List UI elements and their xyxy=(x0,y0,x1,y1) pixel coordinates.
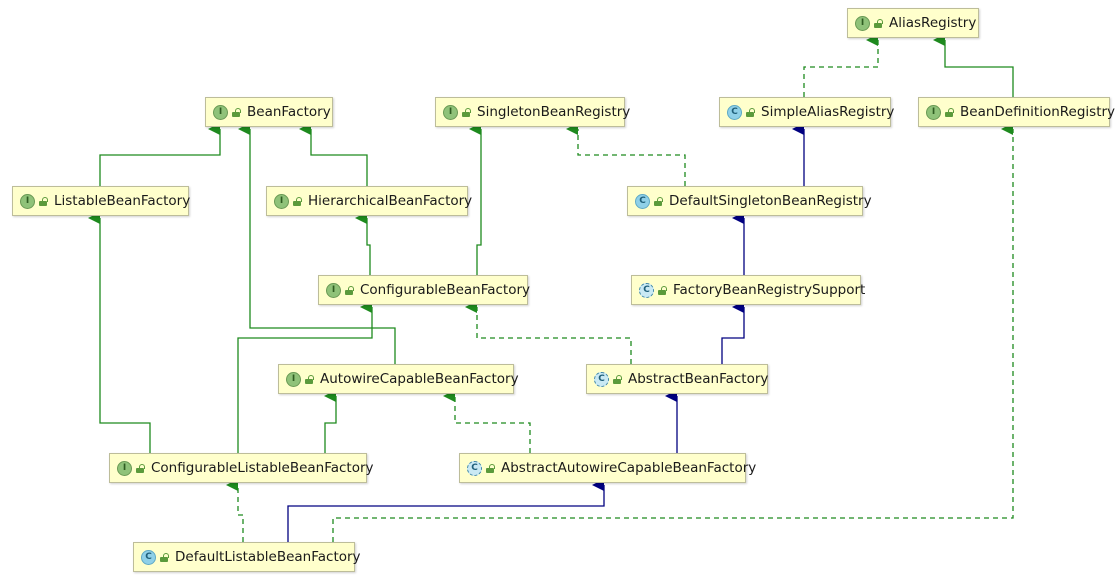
edge-configurable-listable-to-configurable xyxy=(237,301,373,453)
node-label: HierarchicalBeanFactory xyxy=(308,193,473,209)
lock-icon xyxy=(160,552,169,562)
node-factory-bean-registry-support[interactable]: C FactoryBeanRegistrySupport xyxy=(631,275,865,305)
interface-icon: I xyxy=(326,282,341,298)
class-icon: C xyxy=(635,193,650,209)
node-label: BeanDefinitionRegistry xyxy=(960,104,1116,120)
lock-icon xyxy=(945,107,954,117)
edge-abstract-bean-factory-to-factory-support xyxy=(721,301,745,364)
node-abstract-autowire-capable-bean-factory[interactable]: C AbstractAutowireCapableBeanFactory xyxy=(459,453,756,483)
edge-abstract-bean-factory-to-configurable xyxy=(465,301,632,364)
node-bean-factory[interactable]: I BeanFactory xyxy=(205,97,333,127)
node-alias-registry[interactable]: I AliasRegistry xyxy=(847,8,979,38)
abstract-class-icon: C xyxy=(639,282,654,298)
interface-icon: I xyxy=(117,460,132,476)
node-configurable-listable-bean-factory[interactable]: I ConfigurableListableBeanFactory xyxy=(109,453,374,483)
edge-hierarchical-to-bean-factory xyxy=(299,123,368,186)
edge-simple-alias-to-alias-registry xyxy=(803,34,879,97)
edge-listable-to-bean-factory xyxy=(99,123,221,186)
interface-icon: I xyxy=(855,15,870,31)
interface-icon: I xyxy=(926,104,941,120)
lock-icon xyxy=(654,196,663,206)
node-label: AutowireCapableBeanFactory xyxy=(320,371,519,387)
interface-icon: I xyxy=(274,193,289,209)
edge-configurable-listable-to-autowire xyxy=(324,390,337,453)
edge-default-listable-to-configurable-listable xyxy=(226,479,244,542)
abstract-class-icon: C xyxy=(594,371,609,387)
lock-icon xyxy=(658,285,667,295)
node-listable-bean-factory[interactable]: I ListableBeanFactory xyxy=(12,186,191,216)
node-label: ListableBeanFactory xyxy=(54,193,191,209)
node-autowire-capable-bean-factory[interactable]: I AutowireCapableBeanFactory xyxy=(278,364,519,394)
node-label: DefaultSingletonBeanRegistry xyxy=(669,193,872,209)
edge-autowire-to-bean-factory xyxy=(238,123,396,364)
lock-icon xyxy=(293,196,302,206)
edge-default-singleton-to-singleton-registry xyxy=(566,123,686,186)
interface-icon: I xyxy=(213,104,228,120)
class-icon: C xyxy=(727,104,742,120)
interface-icon: I xyxy=(443,104,458,120)
node-label: FactoryBeanRegistrySupport xyxy=(673,282,866,298)
node-label: AbstractBeanFactory xyxy=(628,371,769,387)
node-abstract-bean-factory[interactable]: C AbstractBeanFactory xyxy=(586,364,768,394)
lock-icon xyxy=(746,107,755,117)
node-simple-alias-registry[interactable]: C SimpleAliasRegistry xyxy=(719,97,895,127)
node-label: DefaultListableBeanFactory xyxy=(175,549,361,565)
abstract-class-icon: C xyxy=(467,460,482,476)
lock-icon xyxy=(136,463,145,473)
edge-configurable-to-hierarchical xyxy=(355,212,371,275)
class-icon: C xyxy=(141,549,156,565)
node-default-listable-bean-factory[interactable]: C DefaultListableBeanFactory xyxy=(133,542,361,572)
edge-configurable-listable-to-listable xyxy=(88,212,151,453)
lock-icon xyxy=(486,463,495,473)
node-label: ConfigurableBeanFactory xyxy=(360,282,531,298)
node-hierarchical-bean-factory[interactable]: I HierarchicalBeanFactory xyxy=(266,186,472,216)
node-label: SimpleAliasRegistry xyxy=(761,104,895,120)
interface-icon: I xyxy=(286,371,301,387)
node-label: SingletonBeanRegistry xyxy=(477,104,631,120)
lock-icon xyxy=(613,374,622,384)
edge-abstract-autowire-to-autowire xyxy=(443,390,531,453)
node-singleton-bean-registry[interactable]: I SingletonBeanRegistry xyxy=(435,97,630,127)
edge-default-listable-to-bean-definition xyxy=(332,123,1014,542)
node-bean-definition-registry[interactable]: I BeanDefinitionRegistry xyxy=(918,97,1115,127)
lock-icon xyxy=(874,18,883,28)
node-configurable-bean-factory[interactable]: I ConfigurableBeanFactory xyxy=(318,275,531,305)
edge-bean-definition-to-alias-registry xyxy=(933,34,1014,97)
lock-icon xyxy=(305,374,314,384)
interface-icon: I xyxy=(20,193,35,209)
edge-configurable-to-singleton-registry xyxy=(469,123,482,275)
lock-icon xyxy=(345,285,354,295)
node-label: AliasRegistry xyxy=(889,15,977,31)
lock-icon xyxy=(39,196,48,206)
edge-default-listable-to-abstract-autowire xyxy=(287,479,605,542)
lock-icon xyxy=(232,107,241,117)
node-label: AbstractAutowireCapableBeanFactory xyxy=(501,460,757,476)
node-label: BeanFactory xyxy=(247,104,331,120)
lock-icon xyxy=(462,107,471,117)
node-default-singleton-bean-registry[interactable]: C DefaultSingletonBeanRegistry xyxy=(627,186,872,216)
node-label: ConfigurableListableBeanFactory xyxy=(151,460,374,476)
